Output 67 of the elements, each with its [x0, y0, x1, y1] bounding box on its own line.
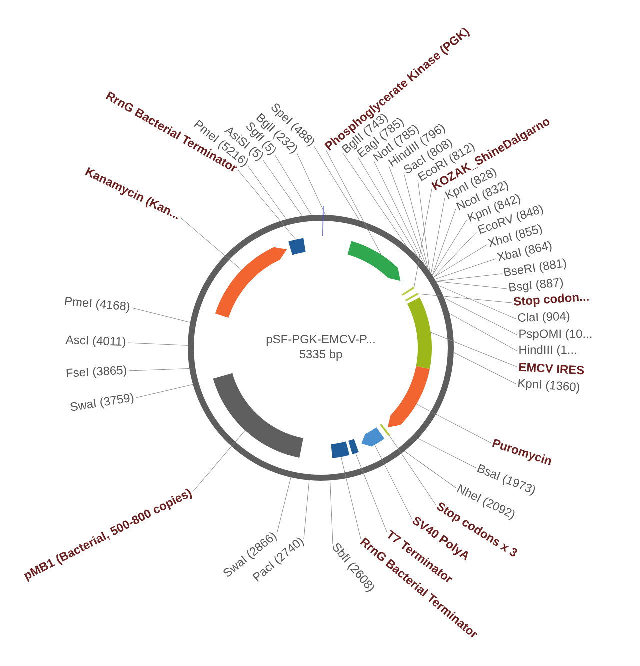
leader-line [418, 294, 512, 304]
leader-line [389, 435, 436, 506]
feature-box [331, 442, 350, 458]
leader-line [132, 308, 191, 323]
leader-line [128, 342, 188, 346]
restriction-site-label: HindIII (1... [520, 345, 576, 357]
feature-mark [405, 293, 418, 302]
feature-block [362, 427, 385, 447]
leader-line [374, 445, 412, 520]
feature-block [388, 366, 430, 428]
feature-mark [402, 286, 415, 296]
leader-line [432, 208, 456, 276]
leader-line [418, 438, 476, 468]
feature-arc [407, 298, 432, 370]
leader-line [314, 146, 360, 222]
restriction-site-label: SwaI (3759) [70, 393, 134, 412]
leader-line [248, 166, 287, 220]
feature-label: Stop codon... [514, 294, 589, 308]
restriction-site-label: PspOMI (10... [520, 329, 592, 341]
leader-line [416, 404, 492, 444]
feature-block [215, 247, 288, 318]
leader-line [358, 156, 419, 258]
leader-line [454, 352, 516, 384]
feature-box [348, 439, 359, 454]
leader-line [434, 244, 488, 278]
leader-line [404, 451, 456, 488]
leader-line [388, 166, 428, 268]
leader-line [326, 150, 382, 255]
restriction-site-label: AscI (4011) [66, 336, 126, 348]
leader-line [374, 160, 425, 265]
leader-line [262, 160, 303, 217]
leader-line [430, 332, 518, 368]
leader-line [436, 274, 502, 282]
leader-line [341, 457, 362, 540]
feature-box [288, 238, 306, 256]
leader-line [444, 298, 518, 336]
leader-line [296, 152, 326, 216]
leader-line [274, 154, 312, 216]
restriction-site-label: ClaI (904) [518, 312, 570, 324]
leader-line [128, 368, 190, 372]
leader-line [342, 152, 407, 246]
leader-line [180, 218, 242, 270]
feature-block [348, 241, 401, 282]
leader-line [436, 281, 508, 290]
leader-line [136, 384, 194, 398]
leader-line [276, 477, 292, 534]
leader-line [434, 232, 478, 278]
restriction-site-label: BsgI (887) [509, 278, 564, 293]
leader-line [330, 480, 334, 544]
restriction-site-label: FseI (3865) [66, 366, 127, 378]
leader-line [434, 258, 496, 280]
leader-line [449, 313, 518, 352]
restriction-site-label: PmeI (4168) [65, 297, 130, 314]
leader-line [238, 170, 296, 240]
leader-line [356, 453, 388, 532]
leader-line [414, 188, 432, 288]
leader-line [404, 172, 429, 270]
leader-line [304, 480, 310, 540]
restriction-site-label: KpnI (1360) [518, 379, 580, 394]
feature-arc [213, 373, 304, 458]
feature-label: EMCV IRES [519, 363, 584, 375]
feature-mark [380, 424, 390, 436]
leader-line [418, 180, 430, 272]
leader-line [192, 430, 246, 492]
leader-line [438, 285, 516, 320]
leader-line [431, 198, 446, 274]
leader-line [432, 220, 468, 276]
